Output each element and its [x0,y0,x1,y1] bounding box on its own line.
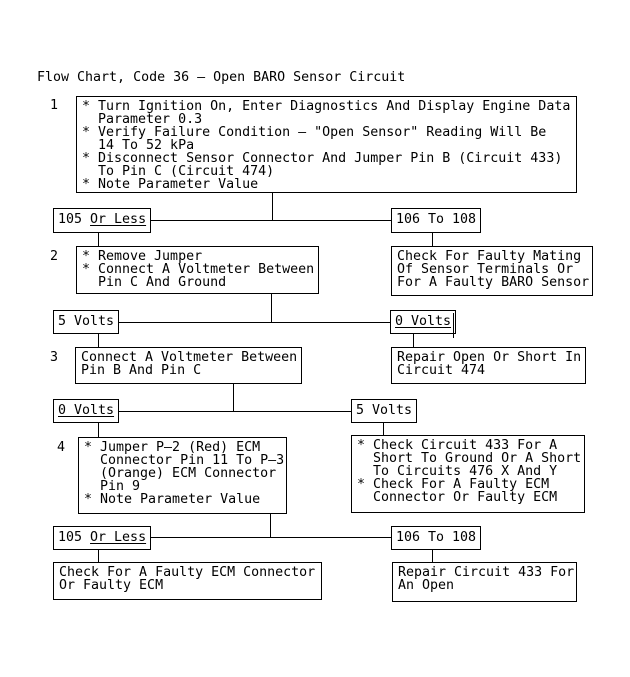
connector-c-right-stub [383,423,384,436]
step-4-line: * Note Parameter Value [84,492,261,507]
result-repair-474-box: Repair Open Or Short In Circuit 474 [391,347,586,384]
connector-step2-drop [271,294,272,323]
connector-step4-drop [270,514,271,538]
step-4-line: (Orange) ECM Connector [84,466,277,481]
step-4-line: Connector Pin 11 To P–3 [84,453,285,468]
result-line: An Open [398,578,455,593]
result-repair-433-box: Repair Circuit 433 For An Open [392,562,577,602]
decision-label-underlined: Or Less [90,530,147,545]
step-1-line: 14 To 52 kPa [82,138,195,153]
step-3-line: Connect A Voltmeter Between [81,350,298,365]
decision-105-or-less-a: 105 Or Less [53,208,152,233]
decision-label: 105 [58,530,91,545]
step-1-line: To Pin C (Circuit 474) [82,164,275,179]
result-line: Connector Or Faulty ECM [357,490,558,505]
result-line: Repair Circuit 433 For [398,565,575,580]
result-line: * Check Circuit 433 For A [357,438,558,453]
decision-label: 5 Volts [356,403,413,418]
step-3-number: 3 [50,350,59,365]
step-2-line: Pin C And Ground [82,275,227,290]
decision-label-underlined: 0 Volts [395,314,452,329]
decision-105-or-less-d: 105 Or Less [53,526,152,550]
result-line: Or Faulty ECM [59,578,164,593]
step-1-line: * Verify Failure Condition – "Open Senso… [82,125,547,140]
step-4-line: * Jumper P–2 (Red) ECM [84,440,261,455]
decision-106-to-108-a: 106 To 108 [391,208,482,233]
connector-b-left-stub [98,334,99,348]
step-1-line: * Disconnect Sensor Connector And Jumper… [82,151,563,166]
step-1-line: * Turn Ignition On, Enter Diagnostics An… [82,99,571,114]
result-line: For A Faulty BARO Sensor [397,275,590,290]
decision-5-volts-c: 5 Volts [351,399,418,423]
result-line: To Circuits 476 X And Y [357,464,558,479]
step-2-line: * Connect A Voltmeter Between [82,262,315,277]
decision-0-volts-c: 0 Volts [53,399,120,423]
step-1-line: Parameter 0.3 [82,112,203,127]
decision-label: 106 To 108 [396,212,477,227]
result-line: Check For Faulty Mating [397,249,582,264]
connector-row-c [115,411,352,412]
result-line: Check For A Faulty ECM Connector [59,565,316,580]
step-4-line: Pin 9 [84,479,141,494]
result-line: Repair Open Or Short In [397,350,582,365]
step-4-box: * Jumper P–2 (Red) ECM Connector Pin 11 … [78,437,287,514]
decision-5-volts-b: 5 Volts [53,310,120,334]
connector-a-left-stub [98,233,99,247]
result-line: Of Sensor Terminals Or [397,262,574,277]
result-line: Circuit 474 [397,363,486,378]
connector-row-b [113,322,391,323]
decision-label: 5 Volts [58,314,115,329]
result-faulty-ecm-box: Check For A Faulty ECM Connector Or Faul… [53,562,322,600]
step-1-number: 1 [50,98,59,113]
connector-d-right-stub [432,550,433,563]
connector-step1-drop [272,193,273,221]
result-check-433-box: * Check Circuit 433 For A Short To Groun… [351,435,585,513]
step-1-box: * Turn Ignition On, Enter Diagnostics An… [76,96,577,193]
result-faulty-mating-box: Check For Faulty Mating Of Sensor Termin… [391,246,593,296]
connector-a-right-stub [432,233,433,247]
decision-label-underlined: 0 Volts [58,403,115,418]
connector-b-right-stub [413,334,414,348]
step-1-line: * Note Parameter Value [82,177,259,192]
connector-row-d [145,537,392,538]
page-title: Flow Chart, Code 36 – Open BARO Sensor C… [37,70,406,85]
decision-label-underlined: Or Less [90,212,147,227]
decision-106-to-108-d: 106 To 108 [391,526,482,550]
connector-row-a [145,220,392,221]
decision-0-volts-b: 0 Volts [390,310,457,334]
step-2-number: 2 [50,249,59,264]
step-3-line: Pin B And Pin C [81,363,202,378]
step-2-line: * Remove Jumper [82,249,203,264]
step-2-box: * Remove Jumper * Connect A Voltmeter Be… [76,246,319,294]
connector-d-left-stub [98,550,99,563]
connector-c-left-stub [98,423,99,438]
decision-label: 106 To 108 [396,530,477,545]
artifact-line [453,313,454,338]
connector-step3-drop [233,384,234,412]
result-line: Short To Ground Or A Short [357,451,582,466]
step-3-box: Connect A Voltmeter Between Pin B And Pi… [75,347,302,384]
step-4-number: 4 [57,440,66,455]
decision-label: 105 [58,212,91,227]
result-line: * Check For A Faulty ECM [357,477,550,492]
